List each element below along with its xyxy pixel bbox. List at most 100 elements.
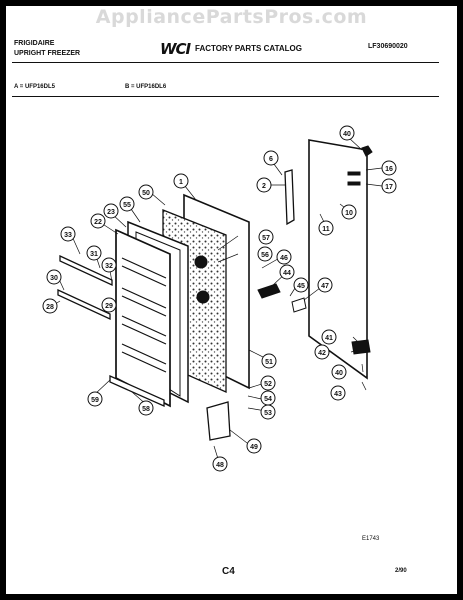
thermostat-knob bbox=[194, 255, 208, 269]
callout-40-bottom-label: 40 bbox=[335, 370, 343, 377]
wci-logo: WCI bbox=[160, 40, 191, 58]
catalog-title: FACTORY PARTS CATALOG bbox=[195, 44, 302, 53]
callout-28-label: 28 bbox=[46, 304, 54, 311]
cam bbox=[291, 297, 307, 313]
door-handle bbox=[284, 169, 295, 226]
callout-30-label: 30 bbox=[50, 275, 58, 282]
shelf-rail-upper bbox=[59, 254, 113, 287]
callout-58-label: 58 bbox=[142, 406, 150, 413]
callout-55-label: 55 bbox=[123, 202, 131, 209]
callout-40-top-label: 40 bbox=[343, 131, 351, 138]
product-name: UPRIGHT FREEZER bbox=[14, 50, 81, 57]
callout-2-label: 2 bbox=[262, 183, 266, 190]
callout-33: 33 bbox=[60, 226, 76, 242]
callout-59: 59 bbox=[87, 391, 103, 407]
page-number: C4 bbox=[222, 566, 235, 577]
callout-42-label: 42 bbox=[318, 350, 326, 357]
model-a: A = UFP16DL5 bbox=[14, 84, 55, 90]
callout-10-label: 10 bbox=[345, 210, 353, 217]
callout-43: 43 bbox=[330, 385, 346, 401]
callout-23-label: 23 bbox=[107, 209, 115, 216]
watermark: AppliancePartsPros.com bbox=[95, 6, 368, 28]
bottom-hinge bbox=[351, 339, 371, 355]
callout-46-label: 46 bbox=[280, 255, 288, 262]
callout-41-label: 41 bbox=[325, 335, 333, 342]
spring bbox=[257, 283, 281, 299]
callout-56: 56 bbox=[257, 246, 273, 262]
callout-32: 32 bbox=[101, 257, 117, 273]
callout-2: 2 bbox=[256, 177, 272, 193]
callout-41: 41 bbox=[321, 329, 337, 345]
top-hinge bbox=[361, 145, 373, 157]
callout-48-label: 48 bbox=[216, 462, 224, 469]
callout-48: 48 bbox=[212, 456, 228, 472]
callout-32-label: 32 bbox=[105, 263, 113, 270]
door-label bbox=[347, 171, 361, 176]
callout-22-label: 22 bbox=[94, 219, 102, 226]
callout-28: 28 bbox=[42, 298, 58, 314]
callout-30: 30 bbox=[46, 269, 62, 285]
callout-40-bottom: 40 bbox=[331, 364, 347, 380]
callout-45-label: 45 bbox=[297, 283, 305, 290]
model-rule bbox=[12, 96, 439, 97]
callout-23: 23 bbox=[103, 203, 119, 219]
callout-53: 53 bbox=[260, 404, 276, 420]
callout-40-top: 40 bbox=[339, 125, 355, 141]
callout-52-label: 52 bbox=[264, 381, 272, 388]
callout-31: 31 bbox=[86, 245, 102, 261]
callout-55: 55 bbox=[119, 196, 135, 212]
callout-47: 47 bbox=[317, 277, 333, 293]
callout-1-label: 1 bbox=[179, 179, 183, 186]
inner-door bbox=[115, 228, 171, 408]
callout-51-label: 51 bbox=[265, 359, 273, 366]
callout-52: 52 bbox=[260, 375, 276, 391]
callout-50: 50 bbox=[138, 184, 154, 200]
callout-59-label: 59 bbox=[91, 397, 99, 404]
light-socket bbox=[196, 290, 210, 304]
callout-1: 1 bbox=[173, 173, 189, 189]
callout-50-label: 50 bbox=[142, 190, 150, 197]
kickplate bbox=[206, 401, 231, 441]
catalog-number: LF30690020 bbox=[368, 43, 408, 50]
callout-6-label: 6 bbox=[269, 156, 273, 163]
model-b: B = UFP16DL6 bbox=[125, 84, 167, 90]
callout-54-label: 54 bbox=[264, 396, 272, 403]
callout-43-label: 43 bbox=[334, 391, 342, 398]
callout-46: 46 bbox=[276, 249, 292, 265]
callout-33-label: 33 bbox=[64, 232, 72, 239]
callout-57: 57 bbox=[258, 229, 274, 245]
callout-45: 45 bbox=[293, 277, 309, 293]
callout-11: 11 bbox=[318, 220, 334, 236]
callout-17: 17 bbox=[381, 178, 397, 194]
callout-49: 49 bbox=[246, 438, 262, 454]
callout-22: 22 bbox=[90, 213, 106, 229]
shelf-rail-lower bbox=[57, 288, 111, 321]
callout-51: 51 bbox=[261, 353, 277, 369]
header-rule bbox=[12, 62, 439, 63]
callout-29-label: 29 bbox=[105, 303, 113, 310]
callout-17-label: 17 bbox=[385, 184, 393, 191]
callout-42: 42 bbox=[314, 344, 330, 360]
callout-11-label: 11 bbox=[322, 226, 330, 233]
callout-54: 54 bbox=[260, 390, 276, 406]
callout-53-label: 53 bbox=[264, 410, 272, 417]
callout-10: 10 bbox=[341, 204, 357, 220]
callout-44-label: 44 bbox=[283, 270, 291, 277]
revision-date: 2/90 bbox=[395, 568, 407, 574]
callout-6: 6 bbox=[263, 150, 279, 166]
callout-57-label: 57 bbox=[262, 235, 270, 242]
callout-29: 29 bbox=[101, 297, 117, 313]
callout-58: 58 bbox=[138, 400, 154, 416]
callout-47-label: 47 bbox=[321, 283, 329, 290]
callout-44: 44 bbox=[279, 264, 295, 280]
door-shelves bbox=[121, 257, 167, 373]
callout-31-label: 31 bbox=[90, 251, 98, 258]
callout-16-label: 16 bbox=[385, 166, 393, 173]
callout-16: 16 bbox=[381, 160, 397, 176]
door-label-2 bbox=[347, 181, 361, 186]
callout-49-label: 49 bbox=[250, 444, 258, 451]
callout-56-label: 56 bbox=[261, 252, 269, 259]
door-panel bbox=[308, 139, 368, 380]
figure-id: E1743 bbox=[362, 536, 380, 542]
